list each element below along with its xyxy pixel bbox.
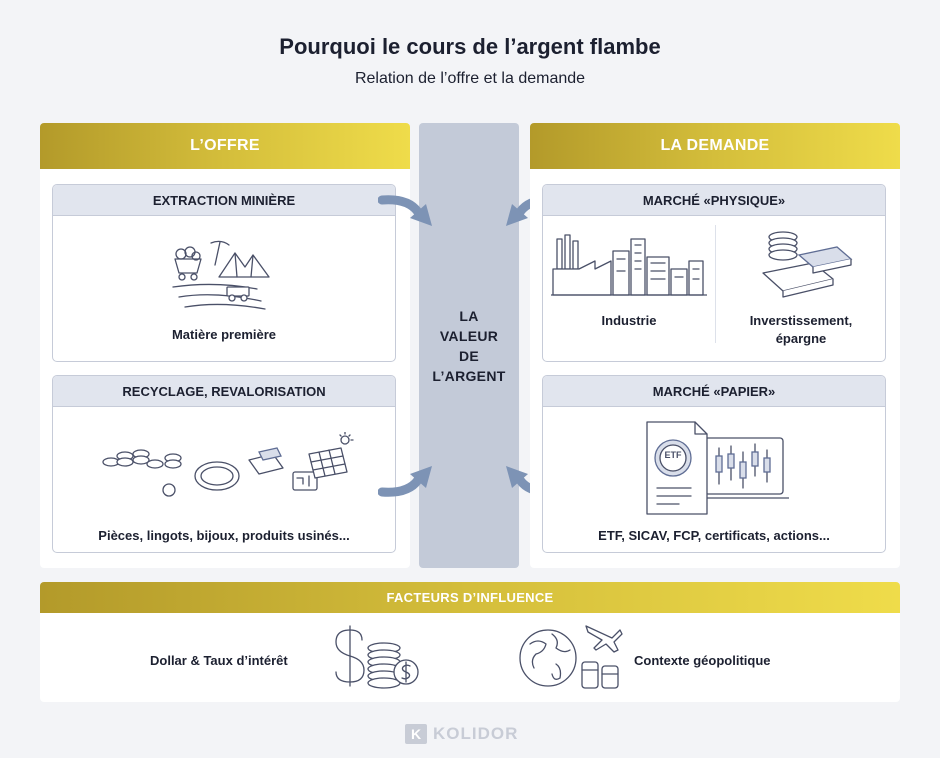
page-subtitle: Relation de l’offre et la demande — [354, 70, 586, 87]
arrow-recyclage-icon — [378, 466, 432, 497]
kolidor-logo-icon: K — [405, 724, 427, 744]
factor-dollar-label: Dollar & Taux d’intérêt — [150, 653, 288, 668]
card-recyclage-caption: Pièces, lingots, bijoux, produits usinés… — [98, 528, 350, 543]
mining-icon — [172, 240, 270, 310]
card-extraction: EXTRACTION MINIÈRE Matière première — [52, 184, 396, 362]
demande-header: LA DEMANDE — [530, 123, 900, 169]
kolidor-logo-mark: K — [411, 726, 421, 742]
etf-label: ETF — [664, 450, 682, 460]
etf-document-icon — [646, 421, 789, 515]
card-extraction-caption: Matière première — [171, 327, 277, 342]
globe-oil-plane-icon — [519, 625, 623, 689]
offre-header: L’OFFRE — [40, 123, 410, 169]
center-line-4: L’ARGENT — [432, 367, 506, 384]
arrow-extraction-icon — [378, 195, 432, 226]
card-physique-caption-investissement: Inverstissement, — [749, 313, 853, 328]
card-papier-caption: ETF, SICAV, FCP, certificats, actions... — [598, 528, 830, 543]
recycled-items-icon — [102, 432, 354, 497]
factor-geopolitique-label: Contexte géopolitique — [634, 653, 771, 668]
card-extraction-title: EXTRACTION MINIÈRE — [53, 185, 395, 216]
factors-panel: FACTEURS D’INFLUENCE Dollar & Taux d’int… — [40, 582, 900, 702]
offre-column: L’OFFRE EXTRACTION MINIÈRE Matière premi… — [40, 123, 410, 568]
center-value-column: LA VALEUR DE L’ARGENT — [419, 123, 519, 568]
card-physique-title: MARCHÉ «PHYSIQUE» — [543, 185, 885, 216]
center-line-3: DE — [458, 347, 480, 364]
card-physique: MARCHÉ «PHYSIQUE» Industrie Invers — [542, 184, 886, 362]
card-papier-title: MARCHÉ «PAPIER» — [543, 376, 885, 407]
page-title: Pourquoi le cours de l’argent flambe — [279, 34, 661, 59]
card-papier: MARCHÉ «PAPIER» ETF ETF, SICAV, FCP, cer… — [542, 375, 886, 553]
brand-name: KOLIDOR — [433, 724, 519, 743]
card-recyclage-title: RECYCLAGE, REVALORISATION — [53, 376, 395, 407]
factors-header: FACTEURS D’INFLUENCE — [40, 582, 900, 613]
card-physique-caption-industrie: Industrie — [601, 313, 657, 328]
dollar-coins-icon — [335, 625, 419, 689]
center-value-label: LA VALEUR DE L’ARGENT — [432, 306, 505, 386]
ingots-coins-icon — [762, 231, 853, 298]
card-recyclage: RECYCLAGE, REVALORISATION — [52, 375, 396, 553]
factory-icon — [551, 234, 707, 296]
center-line-1: LA — [459, 307, 479, 324]
center-line-2: VALEUR — [439, 327, 499, 344]
demande-column: LA DEMANDE MARCHÉ «PHYSIQUE» I — [530, 123, 900, 568]
card-physique-divider — [715, 225, 716, 343]
brand-logo: K KOLIDOR — [405, 724, 518, 744]
card-physique-caption-epargne: épargne — [775, 331, 827, 346]
